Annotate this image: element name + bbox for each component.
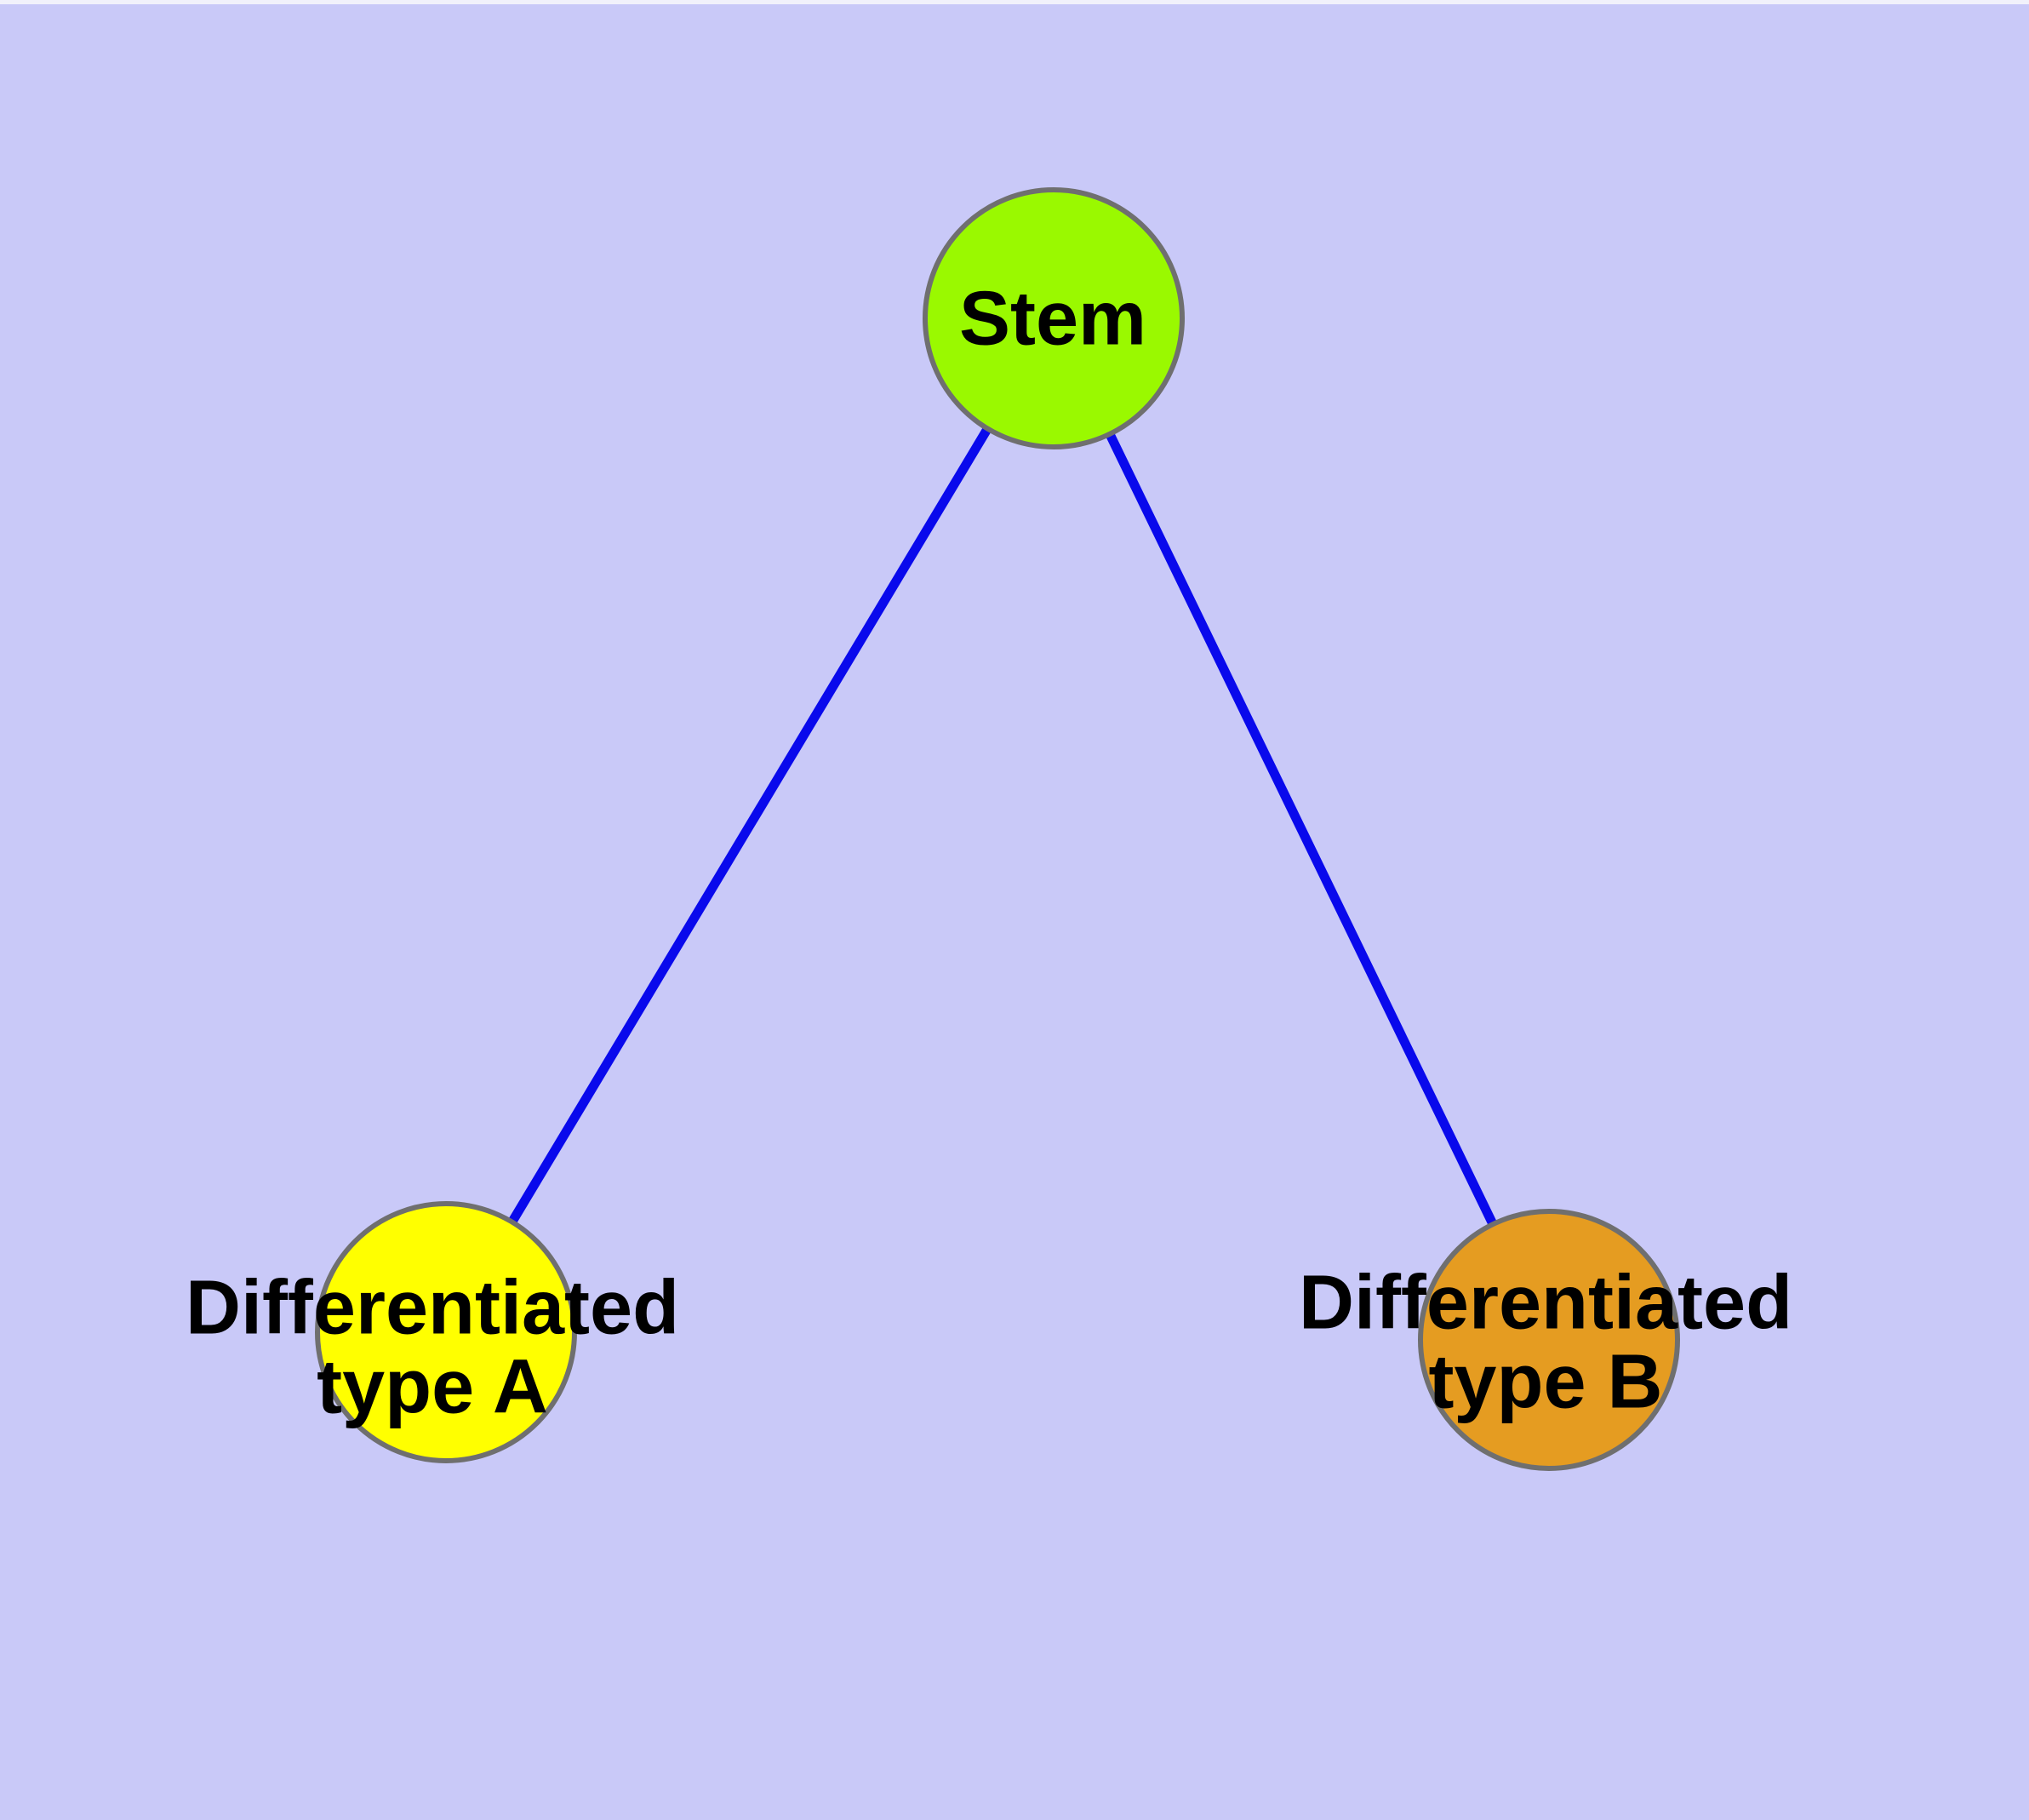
top-edge-highlight (0, 0, 2029, 4)
node-type-a-label-line1: Differentiated (185, 1265, 680, 1351)
edge-stem-to-type-b (1049, 316, 1553, 1342)
node-type-b-label-line2: type B (1428, 1339, 1663, 1424)
node-type-a-label: Differentiated type A (186, 1268, 679, 1426)
node-type-a-label-line2: type A (317, 1344, 548, 1429)
node-type-b-label: Differentiated type B (1299, 1263, 1792, 1421)
node-type-b-label-line1: Differentiated (1298, 1260, 1793, 1346)
node-stem-label: Stem (958, 276, 1147, 362)
node-type-a-circle (315, 1201, 577, 1463)
node-type-b-circle (1418, 1209, 1680, 1471)
edge-stem-to-type-a (442, 316, 1058, 1335)
node-stem-circle (923, 187, 1185, 449)
